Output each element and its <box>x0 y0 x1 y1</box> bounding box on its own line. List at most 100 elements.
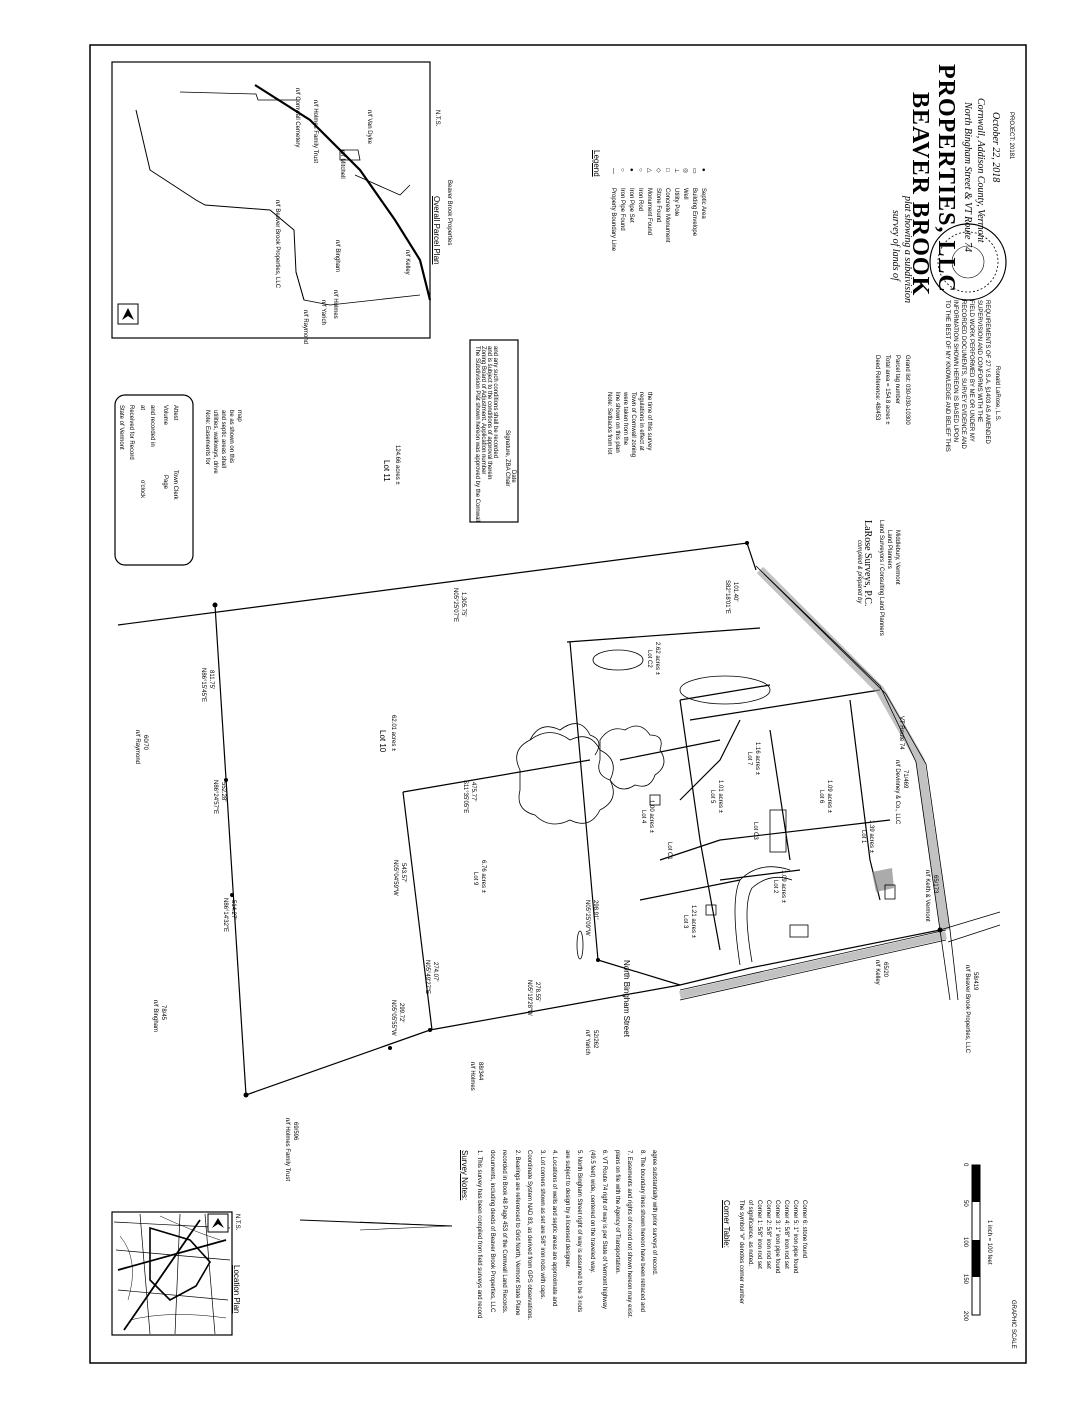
deed-reference-line: Grand list: 030-030-10300 <box>904 355 910 425</box>
map-label-d5: 299.72' <box>398 1003 404 1023</box>
legend-item: Building Envelope <box>691 188 697 237</box>
state-record-line: State of Vermont <box>118 405 124 450</box>
map-label-lot6: Lot 6 <box>818 790 824 804</box>
graphic-scale-label: GRAPHIC SCALE <box>1010 1300 1016 1349</box>
title-line2: survey of lands of <box>890 210 901 281</box>
location-plan-scale: N.T.S. <box>234 1214 240 1231</box>
deed-reference-line: Parcel tag number <box>894 355 900 405</box>
map-label-lot1-area: 1.39 acres ± <box>868 820 874 853</box>
map-label-b2: N86°15'45"E <box>200 668 206 703</box>
certification-line: SUPERVISION AND CONFORMS WITH THE <box>976 300 982 423</box>
setback-note-line: Town of Cornwall zoning <box>630 392 636 458</box>
legend-symbol-icon: ● <box>628 168 634 172</box>
map-label-lot3: Lot 3 <box>682 915 688 929</box>
map-label-lot9-area: 6.76 acres ± <box>480 860 486 893</box>
map-label-lot10-area: 62.01 acres ± <box>390 715 396 752</box>
scale-tick-label: 200 <box>962 1311 968 1322</box>
overall-plan-parcel-label: n/f Holmes Family Trust <box>312 100 318 164</box>
surveyor-firm: LaRose Surveys, P.C. <box>862 520 873 607</box>
map-label-b7: N05°49'27"E <box>424 960 430 995</box>
scale-tick-label: 150 <box>962 1274 968 1285</box>
state-record-line: Volume <box>162 405 168 426</box>
state-record-line: Attest <box>172 405 178 421</box>
map-label-b10: N05°25'09"W <box>584 900 590 936</box>
map-label-d7: 274.07' <box>432 962 438 982</box>
overall-plan-parcel-label: n/f Yarich <box>320 300 326 325</box>
legend-item: Iron Pipe Set <box>628 188 634 223</box>
map-label-lot2-area: 1.09 acres ± <box>780 870 786 903</box>
survey-notes-title: Survey Notes: <box>460 1150 469 1201</box>
overall-parcel-plan-sublabel: Beaver Brook Properties <box>446 180 452 246</box>
legend-item: Property Boundary Line <box>610 188 616 252</box>
state-record-line: Page <box>162 475 168 490</box>
title-town: Cornwall, Addison County, Vermont <box>975 98 986 243</box>
survey-note-line: (49.5 feet) wide, centered on the travel… <box>588 1150 595 1273</box>
state-record-line: Town Clerk <box>172 470 178 500</box>
map-label-lot-c3: Lot C3 <box>752 822 758 840</box>
overall-plan-parcel-label: n/f Beaver Brook Properties, LLC <box>274 200 280 289</box>
map-label-nf-holmes-ref: 88/344 <box>477 1062 483 1081</box>
scale-tick-label: 50 <box>962 1200 968 1207</box>
state-record-line: o'clock <box>139 480 145 499</box>
map-label-nf-beaver-ref: 58/419 <box>972 972 978 991</box>
state-record-line: Received for Record <box>128 405 134 460</box>
corner-table-line: The symbol "#" denotes corner number <box>738 1200 744 1304</box>
easement-note-line: map <box>236 410 242 422</box>
map-label-lot5-area: 1.01 acres ± <box>717 780 723 813</box>
survey-note-line: Coordinate System NAD 83, as derived fro… <box>526 1150 532 1321</box>
legend-item: Septic Area <box>700 188 706 219</box>
map-label-d11: 101.40' <box>732 582 738 602</box>
survey-note-line: 5. North Bingham Street right of way is … <box>576 1150 582 1313</box>
legend-title: Legend <box>592 150 601 177</box>
location-plan-label: Location Plan <box>232 1265 241 1314</box>
state-record-line: and recorded in <box>149 405 155 447</box>
map-label-b4: N86°14'32"E <box>222 898 228 933</box>
map-label-lot6-area: 1.09 acres ± <box>826 780 832 813</box>
north-arrow-icon <box>122 308 134 320</box>
map-label-b3: N86°24'57"E <box>212 780 218 815</box>
map-label-b9: N05°19'28"W <box>526 980 532 1016</box>
surveyor-tagline: Land Surveyors / Consulting Land Planner… <box>878 520 884 636</box>
map-label-lot-c1: Lot C1 <box>666 842 672 860</box>
setback-note-line: regulations in effect at <box>638 392 644 451</box>
map-label-lot-c2: Lot C2 <box>646 650 652 668</box>
legend-symbol-icon: □ <box>664 168 670 172</box>
corner-table-title: Corner Table: <box>722 1200 731 1248</box>
map-label-lot5: Lot 5 <box>709 790 715 804</box>
title-name1: BEAVER BROOK <box>907 92 933 297</box>
map-label-nf-holmes-trust-ref: 69/596 <box>292 1122 298 1141</box>
state-record-line: at <box>139 405 145 411</box>
map-label-lot1: Lot 1 <box>860 830 866 844</box>
map-label-nf-bingham: n/f Bingham <box>152 1000 158 1033</box>
map-label-d2: 811.75' <box>208 670 214 690</box>
map-label-d3: 552.28' <box>220 782 226 802</box>
map-label-b6: N05°04'59"W <box>392 860 398 896</box>
corner-table-line: Corner 2: 5/8" iron rod set <box>765 1200 771 1269</box>
approval-line: Date <box>510 470 516 483</box>
map-label-d6: 543.57' <box>400 863 406 883</box>
scale-bar-label: 1 inch = 100 feet <box>986 1220 992 1265</box>
overall-plan-parcel-label: n/f Mitchell <box>339 150 345 179</box>
legend-item: Well <box>682 188 688 200</box>
scale-tick-label: 0 <box>962 1163 968 1167</box>
legend-symbol-icon: ⊥ <box>673 168 679 174</box>
overall-plan-parcel-label: n/f Raymond <box>302 310 308 345</box>
map-label-nf-holmes: n/f Holmes <box>469 1062 475 1091</box>
overall-plan-parcel-label: n/f Van Dyke <box>366 110 372 144</box>
map-label-b1: N05°25'07"E <box>452 588 458 623</box>
approval-frame <box>469 339 519 523</box>
overall-plan-parcel-label: n/f Bingham <box>334 240 340 273</box>
state-record-frame <box>114 394 194 566</box>
map-label-lot9: Lot 9 <box>472 872 478 886</box>
north-arrow-icon-small <box>212 1218 224 1228</box>
legend-symbol-icon: ○ <box>619 168 625 172</box>
legend-item: Monument Found <box>646 188 652 236</box>
sheet-border <box>89 44 1027 1364</box>
map-label-lot11: Lot 11 <box>382 460 391 482</box>
deed-reference-line: Deed Reference: 48/453 <box>874 355 880 421</box>
map-label-d9: 278.55' <box>534 982 540 1002</box>
monument-markers <box>212 541 943 1098</box>
map-label-lot7-area: 1.16 acres ± <box>754 742 760 775</box>
certification-line: TO THE BEST OF MY KNOWLEDGE AND BELIEF T… <box>944 300 950 452</box>
